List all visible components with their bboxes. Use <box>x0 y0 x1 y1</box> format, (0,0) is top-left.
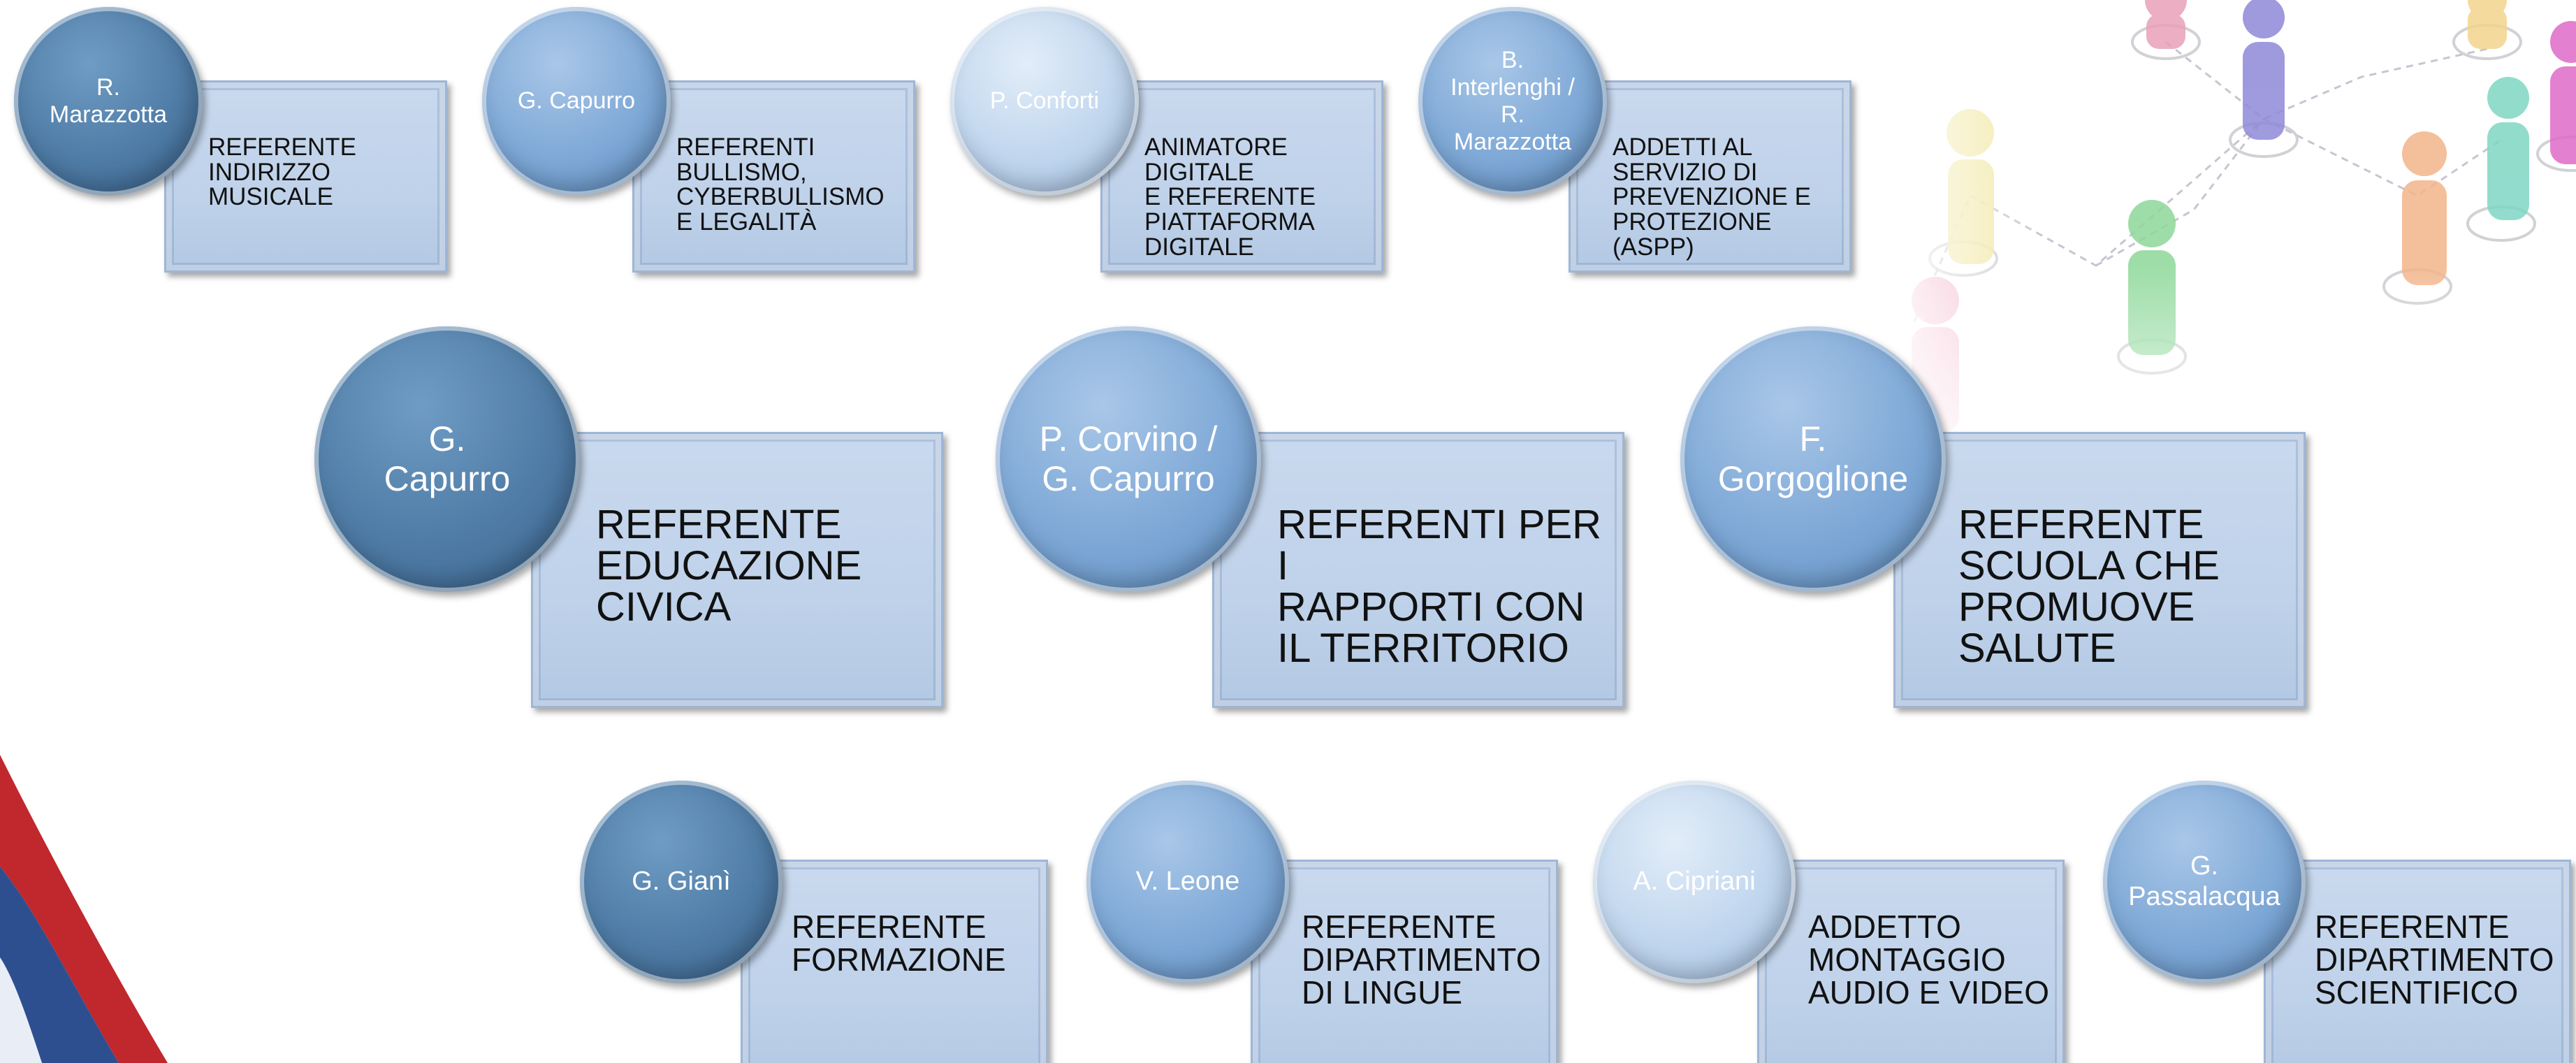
role-label: REFERENTE FORMAZIONE <box>792 909 1006 978</box>
role-label: ADDETTO MONTAGGIO AUDIO E VIDEO <box>1808 909 2050 1011</box>
person-circle-top-2: G. Capurro <box>482 7 671 196</box>
role-label: REFERENTE DIPARTIMENTO DI LINGUE <box>1302 909 1541 1011</box>
role-label: ADDETTI AL SERVIZIO DI PREVENZIONE E PRO… <box>1613 133 1811 261</box>
person-circle-bottom-1: G. Gianì <box>580 781 783 983</box>
person-circle-top-4: B. Interlenghi / R. Marazzotta <box>1418 7 1607 196</box>
role-label: REFERENTI BULLISMO, CYBERBULLISMO E LEGA… <box>676 133 885 236</box>
role-box-middle-3: REFERENTE SCUOLA CHE PROMUOVE SALUTE <box>1893 432 2306 708</box>
person-circle-top-1: R. Marazzotta <box>14 7 203 196</box>
role-label: REFERENTE EDUCAZIONE CIVICA <box>596 502 862 630</box>
role-label: REFERENTE SCUOLA CHE PROMUOVE SALUTE <box>1958 502 2220 672</box>
person-circle-middle-2: P. Corvino / G. Capurro <box>996 326 1261 592</box>
person-circle-bottom-2: V. Leone <box>1086 781 1289 983</box>
role-box-top-2: REFERENTI BULLISMO, CYBERBULLISMO E LEGA… <box>632 80 915 273</box>
role-label: ANIMATORE DIGITALE E REFERENTE PIATTAFOR… <box>1144 133 1316 261</box>
role-box-middle-1: REFERENTE EDUCAZIONE CIVICA <box>531 432 943 708</box>
person-circle-top-3: P. Conforti <box>950 7 1139 196</box>
role-box-middle-2: REFERENTI PER I RAPPORTI CON IL TERRITOR… <box>1212 432 1624 708</box>
role-box-bottom-2: REFERENTE DIPARTIMENTO DI LINGUE <box>1251 860 1558 1063</box>
people-network-graphic <box>1912 0 2576 432</box>
role-box-top-1: REFERENTE INDIRIZZO MUSICALE <box>164 80 447 273</box>
role-box-bottom-4: REFERENTE DIPARTIMENTO SCIENTIFICO <box>2264 860 2571 1063</box>
role-label: REFERENTI PER I RAPPORTI CON IL TERRITOR… <box>1277 502 1602 672</box>
role-box-top-3: ANIMATORE DIGITALE E REFERENTE PIATTAFOR… <box>1100 80 1383 273</box>
person-circle-middle-1: G. Capurro <box>314 326 580 592</box>
person-circle-middle-3: F. Gorgoglione <box>1680 326 1946 592</box>
role-box-bottom-3: ADDETTO MONTAGGIO AUDIO E VIDEO <box>1757 860 2065 1063</box>
person-circle-bottom-3: A. Cipriani <box>1593 781 1796 983</box>
role-box-top-4: ADDETTI AL SERVIZIO DI PREVENZIONE E PRO… <box>1569 80 1851 273</box>
red-swoosh-graphic <box>0 755 168 1063</box>
role-label: REFERENTE DIPARTIMENTO SCIENTIFICO <box>2315 909 2554 1011</box>
role-box-bottom-1: REFERENTE FORMAZIONE <box>741 860 1048 1063</box>
role-label: REFERENTE INDIRIZZO MUSICALE <box>208 133 356 211</box>
person-circle-bottom-4: G. Passalacqua <box>2103 781 2306 983</box>
